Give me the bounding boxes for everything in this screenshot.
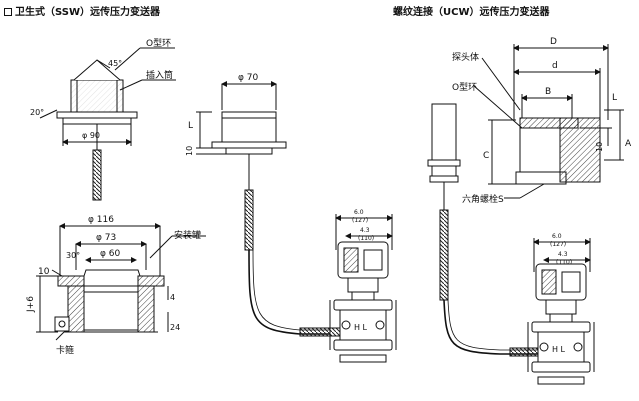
- tx-left-d1b-label: (127): [352, 217, 368, 224]
- clamp-mount-tank-label: 安装罐: [174, 229, 201, 241]
- clamp-dim-24-label: 24: [170, 323, 180, 332]
- tx-right-d1-label: 6.0: [552, 233, 562, 240]
- square-bullet-icon: [4, 8, 12, 16]
- clamp-section-drawing: [36, 223, 206, 341]
- thread-L-label: L: [612, 93, 617, 103]
- seal-dim-l-label: L: [188, 121, 193, 131]
- seal-dia-70-label: φ 70: [238, 73, 259, 83]
- clamp-label: 卡箍: [56, 344, 74, 356]
- clamp-dim-4-label: 4: [170, 293, 175, 302]
- transmitter-right-drawing: [527, 238, 595, 385]
- tx-left-hl-label: H L: [354, 323, 368, 332]
- transmitter-left-drawing: [329, 214, 397, 363]
- flush-angle-side-label: 20°: [30, 108, 44, 117]
- clamp-dia-60-label: φ 60: [100, 249, 121, 259]
- thread-oring-label: O型环: [452, 82, 477, 93]
- thread-B-label: B: [545, 87, 551, 97]
- clamp-dim-10-label: 10: [38, 267, 50, 277]
- title-left-text: 卫生式（SSW）远传压力变送器: [15, 7, 160, 18]
- tx-right-d2b-label: (110): [556, 259, 572, 266]
- title-left: 卫生式（SSW）远传压力变送器: [4, 3, 160, 18]
- tx-left-d2-label: 4.3: [360, 227, 370, 234]
- tx-right-d1b-label: (127): [550, 241, 566, 248]
- flush-angle-top-label: 45°: [108, 59, 122, 68]
- thread-C-label: C: [483, 151, 489, 161]
- title-right: 螺纹连接（UCW）远传压力变送器: [393, 3, 550, 18]
- thread-probe-label: 探头体: [452, 51, 479, 63]
- flush-oring-label: O型环: [146, 38, 171, 49]
- thread-A-label: A: [625, 139, 632, 149]
- thread-connection-drawing: [427, 44, 624, 357]
- title-right-text: 螺纹连接（UCW）远传压力变送器: [393, 7, 550, 18]
- flush-insert-tube-label: 插入筒: [146, 69, 173, 81]
- tx-right-d2-label: 4.3: [558, 251, 568, 258]
- thread-10-label: 10: [595, 142, 604, 152]
- tx-right-hl-label: H L: [552, 345, 566, 354]
- remote-seal-drawing: [196, 81, 341, 337]
- seal-dim-10-label: 10: [185, 146, 194, 156]
- thread-D-label: D: [550, 37, 557, 47]
- clamp-angle-label: 30°: [66, 251, 80, 260]
- clamp-dia-116-label: φ 116: [88, 215, 114, 225]
- thread-d-label: d: [552, 61, 558, 71]
- tx-left-d1-label: 6.0: [354, 209, 364, 216]
- flush-diaphragm-drawing: [39, 47, 176, 201]
- clamp-dia-73-label: φ 73: [96, 233, 116, 243]
- flush-dia-90-label: φ 90: [82, 131, 100, 140]
- clamp-dim-j6-label: J+6: [26, 296, 36, 313]
- tx-left-d2b-label: (110): [358, 235, 374, 242]
- thread-hex-label: 六角螺栓S: [462, 193, 504, 205]
